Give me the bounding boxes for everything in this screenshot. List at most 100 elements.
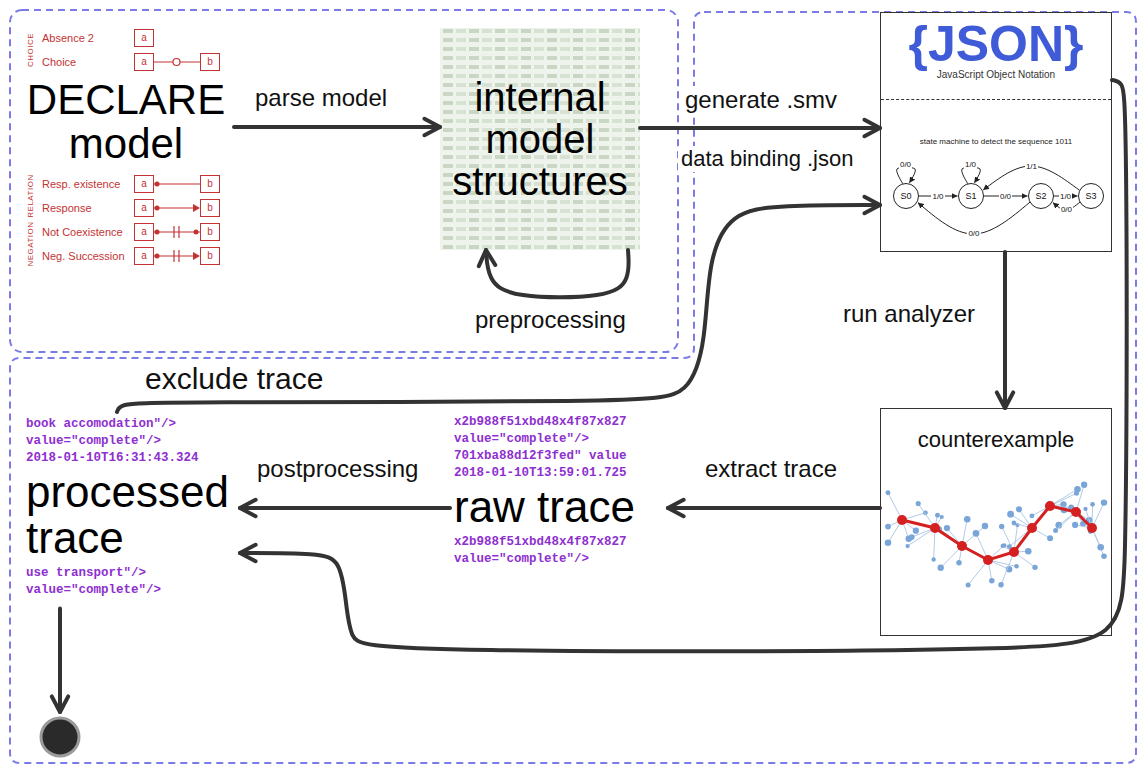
network-node <box>1074 491 1079 496</box>
network-node <box>998 582 1003 587</box>
counterexample-node <box>1071 507 1081 517</box>
counterexample-node <box>957 541 967 551</box>
stage-name: DECLARE model <box>22 78 230 166</box>
group-label: CHOICE <box>26 33 35 67</box>
network-node <box>1101 554 1107 560</box>
counterexample-path <box>902 506 1092 560</box>
network-node <box>1097 544 1104 551</box>
transition-arrow <box>897 167 916 183</box>
constraint-row: Resp. existenceab <box>22 172 230 196</box>
box-title: counterexample <box>881 427 1111 453</box>
step-label: extract trace <box>702 455 840 483</box>
log-line: 2018-01-10T16:31:43.324 <box>26 450 236 467</box>
network-node <box>966 582 971 587</box>
network-node <box>1001 544 1005 548</box>
network-node <box>935 513 940 518</box>
constraint-row: Not Coexistenceab <box>22 220 230 244</box>
network-node <box>999 524 1004 529</box>
activity-box: a <box>134 175 154 193</box>
end-node <box>41 718 79 756</box>
result-box: counterexample <box>880 408 1112 636</box>
constraint-name: Absence 2 <box>42 32 134 44</box>
network-node <box>916 501 921 506</box>
flow-arrow <box>668 506 880 510</box>
network-node <box>1090 502 1095 507</box>
constraint-row: Responsea b <box>22 196 230 220</box>
activity-box: b <box>200 175 220 193</box>
network-node <box>964 516 971 523</box>
constraint-symbol: ab <box>134 223 220 241</box>
log-line: value="complete"/> <box>454 551 664 568</box>
constraint-name: Response <box>42 202 134 214</box>
network-node <box>931 557 935 561</box>
log-line: 2018-01-10T13:59:01.725 <box>454 465 664 482</box>
step-label: parse model <box>252 84 390 112</box>
network-node <box>1014 564 1019 569</box>
activity-box: a <box>134 223 154 241</box>
state-name: S2 <box>1035 191 1046 201</box>
title-wrap: DECLARE model <box>22 74 230 172</box>
network-node <box>1072 522 1078 528</box>
group-label: RELATION <box>26 174 35 217</box>
counterexample-node <box>1087 523 1097 533</box>
trace-block: book accomodation"/> value="complete"/> 20… <box>22 412 240 603</box>
counterexample-node <box>1009 547 1019 557</box>
state-name: S3 <box>1085 191 1096 201</box>
network-node <box>944 525 950 531</box>
network-node <box>1025 548 1032 555</box>
flow-arrow <box>117 205 880 412</box>
state-circle: S3 <box>1078 183 1104 209</box>
network-node <box>905 544 909 548</box>
transition-label: 0/0 <box>967 229 980 238</box>
constraint-symbol: ab <box>134 175 220 193</box>
log-line: value="complete"/> <box>26 582 236 599</box>
transition-label: 1/0 <box>931 192 944 201</box>
transition-label: 1/0 <box>1059 192 1072 201</box>
step-label: postprocessing <box>254 455 421 483</box>
log-line: value="complete"/> <box>454 431 664 448</box>
log-line: use transport"/> <box>26 565 236 582</box>
state-name: S0 <box>900 191 911 201</box>
constraint-name: Choice <box>42 56 134 68</box>
network-node <box>1012 521 1017 526</box>
network-node <box>1081 482 1087 488</box>
step-label: run analyzer <box>840 300 978 328</box>
log-line: book accomodation"/> <box>26 416 236 433</box>
network-node <box>973 530 980 537</box>
activity-box: b <box>200 247 220 265</box>
stage-name: raw trace <box>454 482 664 534</box>
constraint-symbol: ab <box>134 53 220 71</box>
transition-label: 1/1 <box>1025 162 1038 171</box>
divider-line <box>881 99 1111 100</box>
logo-text: {JSON} <box>881 19 1111 69</box>
constraint-name: Resp. existence <box>42 178 134 190</box>
constraint-symbol: ab <box>134 247 220 265</box>
activity-box: b <box>200 199 220 217</box>
network-node <box>989 578 995 584</box>
hex-texture <box>440 28 640 250</box>
trace-block: x2b988f51xbd48x4f87x827value="complete"/… <box>450 410 668 572</box>
transition-arrow <box>962 167 981 183</box>
network-node <box>1053 528 1058 533</box>
stage-region <box>10 10 678 352</box>
activity-box: a <box>134 199 154 217</box>
log-line: x2b988f51xbd48x4f87x827 <box>454 534 664 551</box>
constraint-row: Choiceab <box>22 50 230 74</box>
counterexample-node <box>983 555 993 565</box>
network-node <box>1029 513 1034 518</box>
step-label: preprocessing <box>472 306 629 334</box>
flow-arrow <box>240 506 450 510</box>
flow-arrow <box>640 126 880 130</box>
network-node <box>982 523 988 529</box>
figure-caption: state machine to detect the sequence 101… <box>881 137 1111 147</box>
flow-arrow <box>486 250 629 297</box>
flow-arrow <box>234 125 440 129</box>
constraint-name: Neg. Succession <box>42 250 134 262</box>
counterexample-node <box>897 515 907 525</box>
activity-box: a <box>134 247 154 265</box>
structure-block: internal model structures <box>440 28 640 250</box>
stage-name: internal model structures <box>446 76 634 202</box>
step-label: exclude trace <box>142 362 326 396</box>
network-node <box>1047 535 1053 541</box>
network-node <box>913 527 919 533</box>
